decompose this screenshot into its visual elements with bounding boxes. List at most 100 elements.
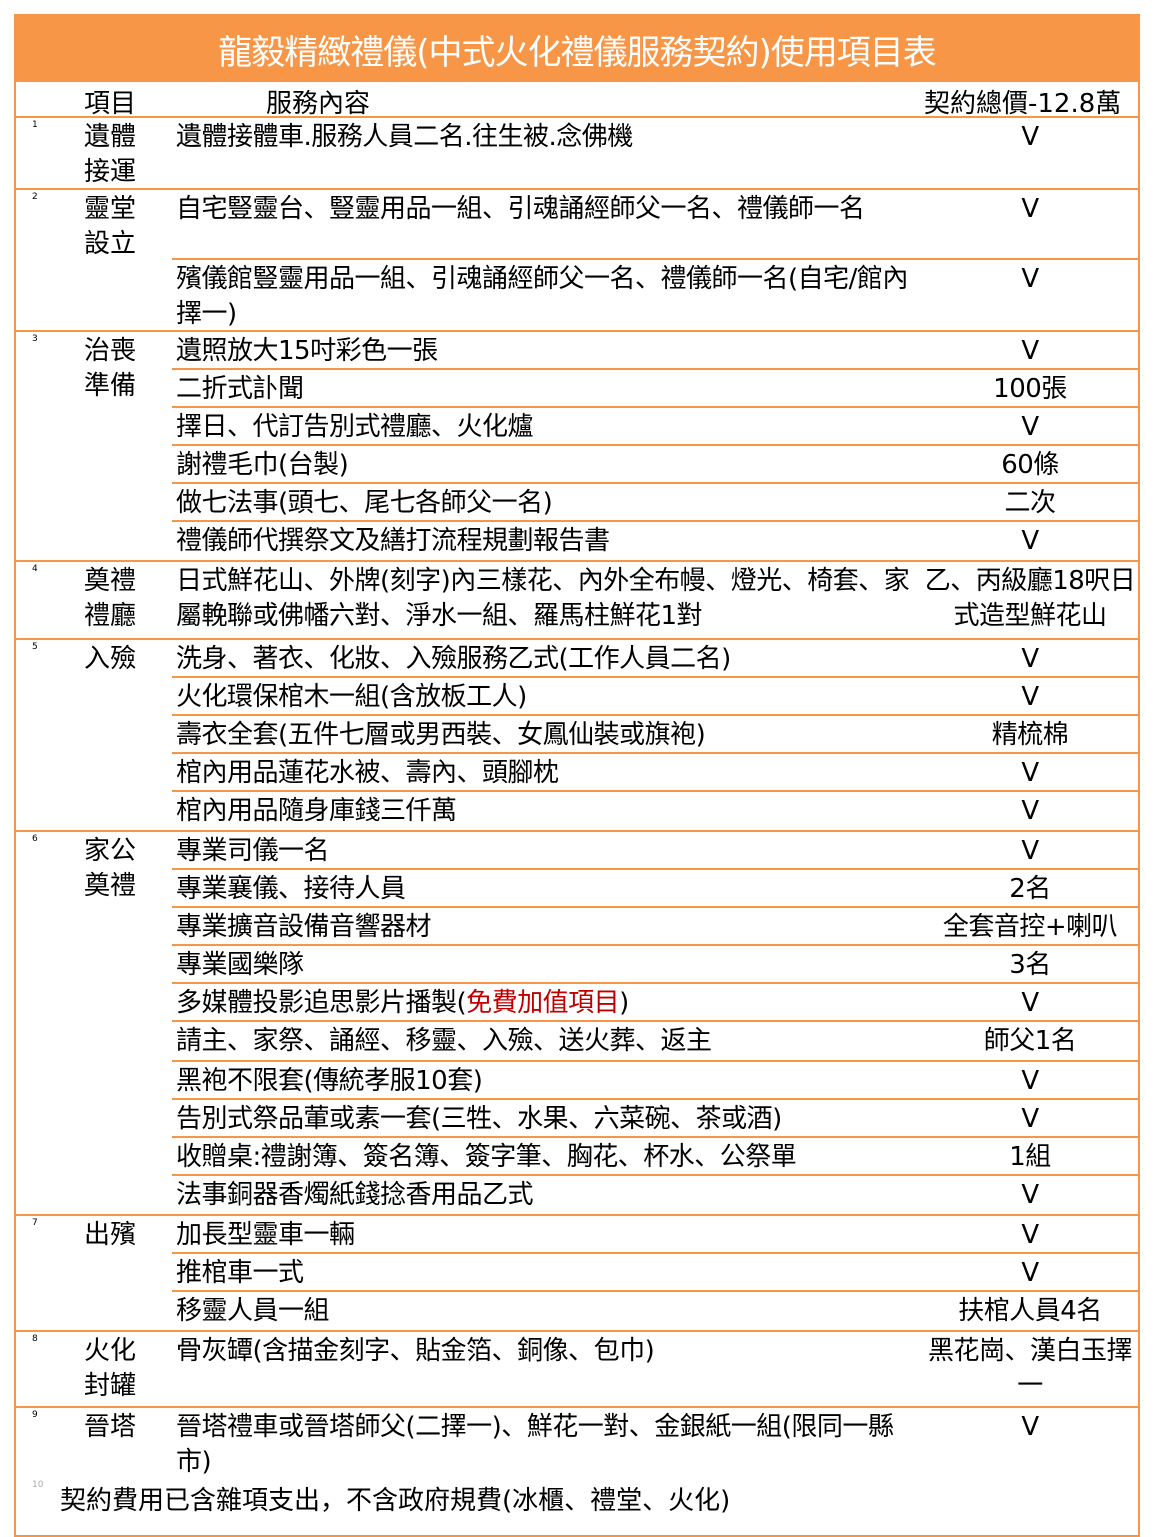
service-value: V (1021, 122, 1039, 152)
table-row: 擇日、代訂告別式禮廳、火化爐 V (172, 408, 1138, 446)
group-number: 4 (32, 564, 38, 574)
table-row: 謝禮毛巾(台製)60條 (172, 446, 1138, 484)
table-row: 法事銅器香燭紙錢捻香用品乙式 V (172, 1176, 1138, 1214)
service-text: 告別式祭品葷或素一套(三牲、水果、六菜碗、茶或酒) (176, 1104, 782, 1134)
group-item-label: 家公奠禮 (84, 836, 137, 901)
service-value: V (1021, 1220, 1039, 1250)
page-title: 龍毅精緻禮儀(中式火化禮儀服務契約)使用項目表 (16, 16, 1138, 82)
service-value: V (1021, 1104, 1039, 1134)
service-value: 2名 (1009, 874, 1051, 904)
table-group: 4 奠禮禮廳日式鮮花山、外牌(刻字)內三樣花、內外全布幔、燈光、椅套、家屬輓聯或佛… (16, 562, 1138, 640)
service-text: 多媒體投影追思影片播製(免費加值項目) (176, 986, 916, 1021)
table-row: 專業擴音設備音響器材 全套音控+喇叭 (172, 908, 1138, 946)
service-text: 日式鮮花山、外牌(刻字)內三樣花、內外全布幔、燈光、椅套、家屬輓聯或佛幡六對、淨… (176, 566, 910, 631)
table-row: 殯儀館豎靈用品一組、引魂誦經師父一名、禮儀師一名(自宅/館內擇一) V (172, 260, 1138, 330)
table-row: 請主、家祭、誦經、移靈、入殮、送火葬、返主 師父1名 (172, 1022, 1138, 1062)
service-text: 專業襄儀、接待人員 (176, 874, 406, 904)
service-value: V (1021, 1180, 1039, 1210)
table-row: 做七法事(頭七、尾七各師父一名)二次 (172, 484, 1138, 522)
service-value: 60條 (1001, 450, 1059, 480)
service-text: 擇日、代訂告別式禮廳、火化爐 (176, 412, 534, 442)
service-text: 洗身、著衣、化妝、入殮服務乙式(工作人員二名) (176, 644, 731, 674)
service-value: V (1021, 1412, 1039, 1442)
group-item-label: 奠禮禮廳 (84, 566, 137, 631)
table-row: 日式鮮花山、外牌(刻字)內三樣花、內外全布幔、燈光、椅套、家屬輓聯或佛幡六對、淨… (172, 562, 1138, 638)
service-text: 加長型靈車一輛 (176, 1220, 355, 1250)
service-value: 乙、丙級廳18呎日式造型鮮花山 (924, 566, 1136, 631)
service-value: 黑花崗、漢白玉擇一 (927, 1336, 1133, 1401)
free-bonus-highlight: 免費加值項目 (466, 988, 620, 1018)
service-value: V (1021, 988, 1039, 1018)
service-text: 遺照放大15吋彩色一張 (176, 336, 438, 366)
footer-note: 10 契約費用已含雜項支出，不含政府規費(冰櫃、禮堂、火化) (16, 1478, 1138, 1535)
service-text: 殯儀館豎靈用品一組、引魂誦經師父一名、禮儀師一名(自宅/館內擇一) (176, 264, 908, 329)
service-text: 移靈人員一組 (176, 1296, 330, 1326)
service-text: 晉塔禮車或晉塔師父(二擇一)、鮮花一對、金銀紙一組(限同一縣市) (176, 1412, 894, 1477)
table-row: 多媒體投影追思影片播製(免費加值項目) V (172, 984, 1138, 1022)
service-text: 火化環保棺木一組(含放板工人) (176, 682, 527, 712)
group-rows: 晉塔禮車或晉塔師父(二擇一)、鮮花一對、金銀紙一組(限同一縣市) V (172, 1408, 1138, 1478)
service-value: 全套音控+喇叭 (942, 912, 1118, 942)
header-item: 項目 (84, 89, 137, 119)
service-text: 骨灰罈(含描金刻字、貼金箔、銅像、包巾) (176, 1336, 655, 1366)
table-row: 壽衣全套(五件七層或男西裝、女鳳仙裝或旗袍)精梳棉 (172, 716, 1138, 754)
table-row: 火化環保棺木一組(含放板工人) V (172, 678, 1138, 716)
service-text: 黑袍不限套(傳統孝服10套) (176, 1066, 483, 1096)
service-table: 龍毅精緻禮儀(中式火化禮儀服務契約)使用項目表 項目 服務內容 契約總價-12.… (14, 14, 1140, 1537)
service-value: V (1021, 1066, 1039, 1096)
service-text: 推棺車一式 (176, 1258, 304, 1288)
group-number: 1 (32, 120, 38, 130)
service-value: V (1021, 264, 1039, 294)
table-row: 遺照放大15吋彩色一張 V (172, 332, 1138, 370)
group-item-label: 火化封罐 (84, 1336, 137, 1401)
group-rows: 日式鮮花山、外牌(刻字)內三樣花、內外全布幔、燈光、椅套、家屬輓聯或佛幡六對、淨… (172, 562, 1138, 638)
service-value: 師父1名 (983, 1026, 1077, 1056)
header-service: 服務內容 (266, 89, 371, 119)
service-value: V (1021, 336, 1039, 366)
service-value: 100張 (993, 374, 1067, 404)
table-row: 告別式祭品葷或素一套(三牲、水果、六菜碗、茶或酒) V (172, 1100, 1138, 1138)
service-text: 自宅豎靈台、豎靈用品一組、引魂誦經師父一名、禮儀師一名 (176, 194, 865, 224)
service-value: V (1021, 758, 1039, 788)
service-value: V (1021, 682, 1039, 712)
service-value: 1組 (1009, 1142, 1051, 1172)
table-row: 洗身、著衣、化妝、入殮服務乙式(工作人員二名)V (172, 640, 1138, 678)
group-number: 7 (32, 1218, 38, 1228)
table-row: 專業襄儀、接待人員 2名 (172, 870, 1138, 908)
service-text: 收贈桌:禮謝簿、簽名簿、簽字筆、胸花、杯水、公祭單 (176, 1142, 797, 1172)
service-text: 二折式訃聞 (176, 374, 304, 404)
service-value: V (1021, 1258, 1039, 1288)
service-text: 棺內用品隨身庫錢三仟萬 (176, 796, 457, 826)
service-text-part: 多媒體投影追思影片播製( (176, 988, 467, 1018)
group-number: 6 (32, 834, 38, 844)
service-text: 專業擴音設備音響器材 (176, 912, 432, 942)
service-text: 做七法事(頭七、尾七各師父一名) (176, 488, 553, 518)
service-text: 法事銅器香燭紙錢捻香用品乙式 (176, 1180, 534, 1210)
service-value: V (1021, 836, 1039, 866)
service-value: V (1021, 796, 1039, 826)
service-value: V (1021, 412, 1039, 442)
service-text: 棺內用品蓮花水被、壽內、頭腳枕 (176, 758, 559, 788)
group-number: 3 (32, 334, 38, 344)
table-row: 棺內用品蓮花水被、壽內、頭腳枕 V (172, 754, 1138, 792)
group-item-label: 入殮 (84, 644, 137, 674)
table-row: 骨灰罈(含描金刻字、貼金箔、銅像、包巾) 黑花崗、漢白玉擇一 (172, 1332, 1138, 1406)
service-value: 3名 (1009, 950, 1051, 980)
table-row: 推棺車一式 V (172, 1254, 1138, 1292)
service-text: 請主、家祭、誦經、移靈、入殮、送火葬、返主 (176, 1026, 712, 1056)
table-header: 項目 服務內容 契約總價-12.8萬 (16, 82, 1138, 119)
table-row: 收贈桌:禮謝簿、簽名簿、簽字筆、胸花、杯水、公祭單 1組 (172, 1138, 1138, 1176)
